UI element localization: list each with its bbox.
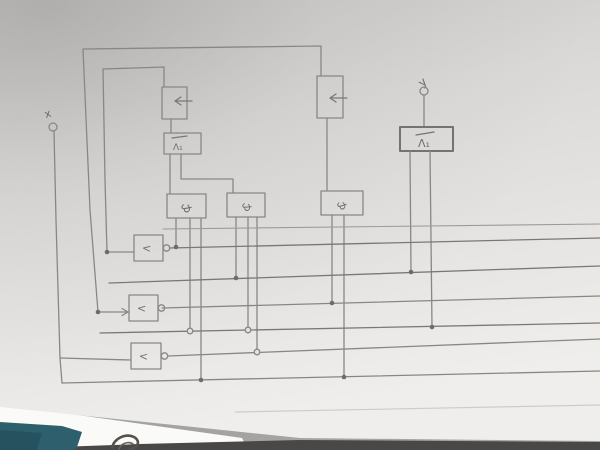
delay-box-1-outline bbox=[161, 86, 188, 120]
wire-not3-input bbox=[59, 357, 132, 361]
not-gate-2-symbol: < bbox=[137, 302, 147, 316]
wire-lambda1-to-and2 bbox=[180, 153, 234, 194]
not-gate-2: < bbox=[97, 294, 166, 322]
junction-dot bbox=[198, 377, 204, 383]
bus-line-1 bbox=[162, 223, 600, 230]
junction-dot bbox=[233, 275, 239, 281]
overbar-icon bbox=[415, 131, 435, 136]
ring-junction bbox=[253, 348, 261, 356]
teal-object-shade bbox=[0, 430, 42, 450]
junction-dot bbox=[95, 309, 101, 315]
ring-junction bbox=[244, 326, 252, 334]
delay-box-2-outline bbox=[316, 75, 344, 119]
junction-dot bbox=[173, 244, 179, 250]
photo-vignette bbox=[0, 0, 600, 420]
paperclip bbox=[110, 434, 140, 450]
input-terminal-x: x bbox=[43, 107, 63, 384]
junction-dot bbox=[408, 269, 414, 275]
junction-dot bbox=[104, 249, 110, 255]
wire-feedback-top-1 bbox=[82, 45, 322, 313]
lambda-box-1-outline bbox=[163, 132, 202, 155]
junction-dot bbox=[329, 300, 335, 306]
left-arrow-icon bbox=[174, 96, 193, 106]
and-gate-1-outline bbox=[166, 193, 207, 219]
lambda-box-1: Λ₁ bbox=[163, 132, 202, 155]
delay-box-1 bbox=[161, 86, 193, 120]
and-gate-2-outline bbox=[226, 192, 266, 218]
junction-dot bbox=[429, 324, 435, 330]
ring-junction bbox=[186, 327, 194, 335]
left-arrow-icon bbox=[329, 93, 348, 103]
delay-box-2 bbox=[316, 75, 348, 119]
teal-object bbox=[0, 422, 82, 450]
wire-feedback-top-2 bbox=[102, 66, 165, 253]
paperclip-inner bbox=[118, 441, 134, 450]
lambda-box-1-label: Λ₁ bbox=[173, 143, 183, 153]
bus-line-6-not3-output bbox=[167, 338, 600, 357]
input-terminal-circle bbox=[48, 122, 58, 132]
wire-lambda2-leg-2 bbox=[429, 150, 433, 328]
lambda-box-2: Λ₁ bbox=[399, 126, 454, 152]
input-terminal-label: x bbox=[43, 107, 54, 122]
overbar-icon bbox=[171, 135, 188, 139]
junction-dots bbox=[95, 244, 435, 383]
bus-line-4-not2-output bbox=[161, 295, 600, 309]
bus-line-5 bbox=[99, 322, 600, 334]
wire-not2-input bbox=[97, 307, 130, 317]
lambda-box-2-label: Λ₁ bbox=[418, 137, 430, 150]
not-gate-3-symbol: < bbox=[138, 349, 148, 363]
shadow-strip bbox=[55, 440, 600, 450]
bus-line-2-not1-output bbox=[169, 237, 600, 249]
bus-line-7-input-x bbox=[61, 370, 600, 384]
junction-dot bbox=[341, 374, 347, 380]
wire-lambda2-leg-1 bbox=[409, 150, 412, 273]
bus-line-3 bbox=[108, 265, 600, 284]
wire-input-vertical bbox=[53, 130, 63, 384]
not-gate-1-symbol: < bbox=[141, 241, 152, 255]
paperclip-outer bbox=[110, 434, 140, 450]
lambda-box-2-outline bbox=[399, 126, 454, 152]
ring-junctions bbox=[186, 326, 261, 356]
and-gate-3-outline bbox=[320, 190, 364, 216]
